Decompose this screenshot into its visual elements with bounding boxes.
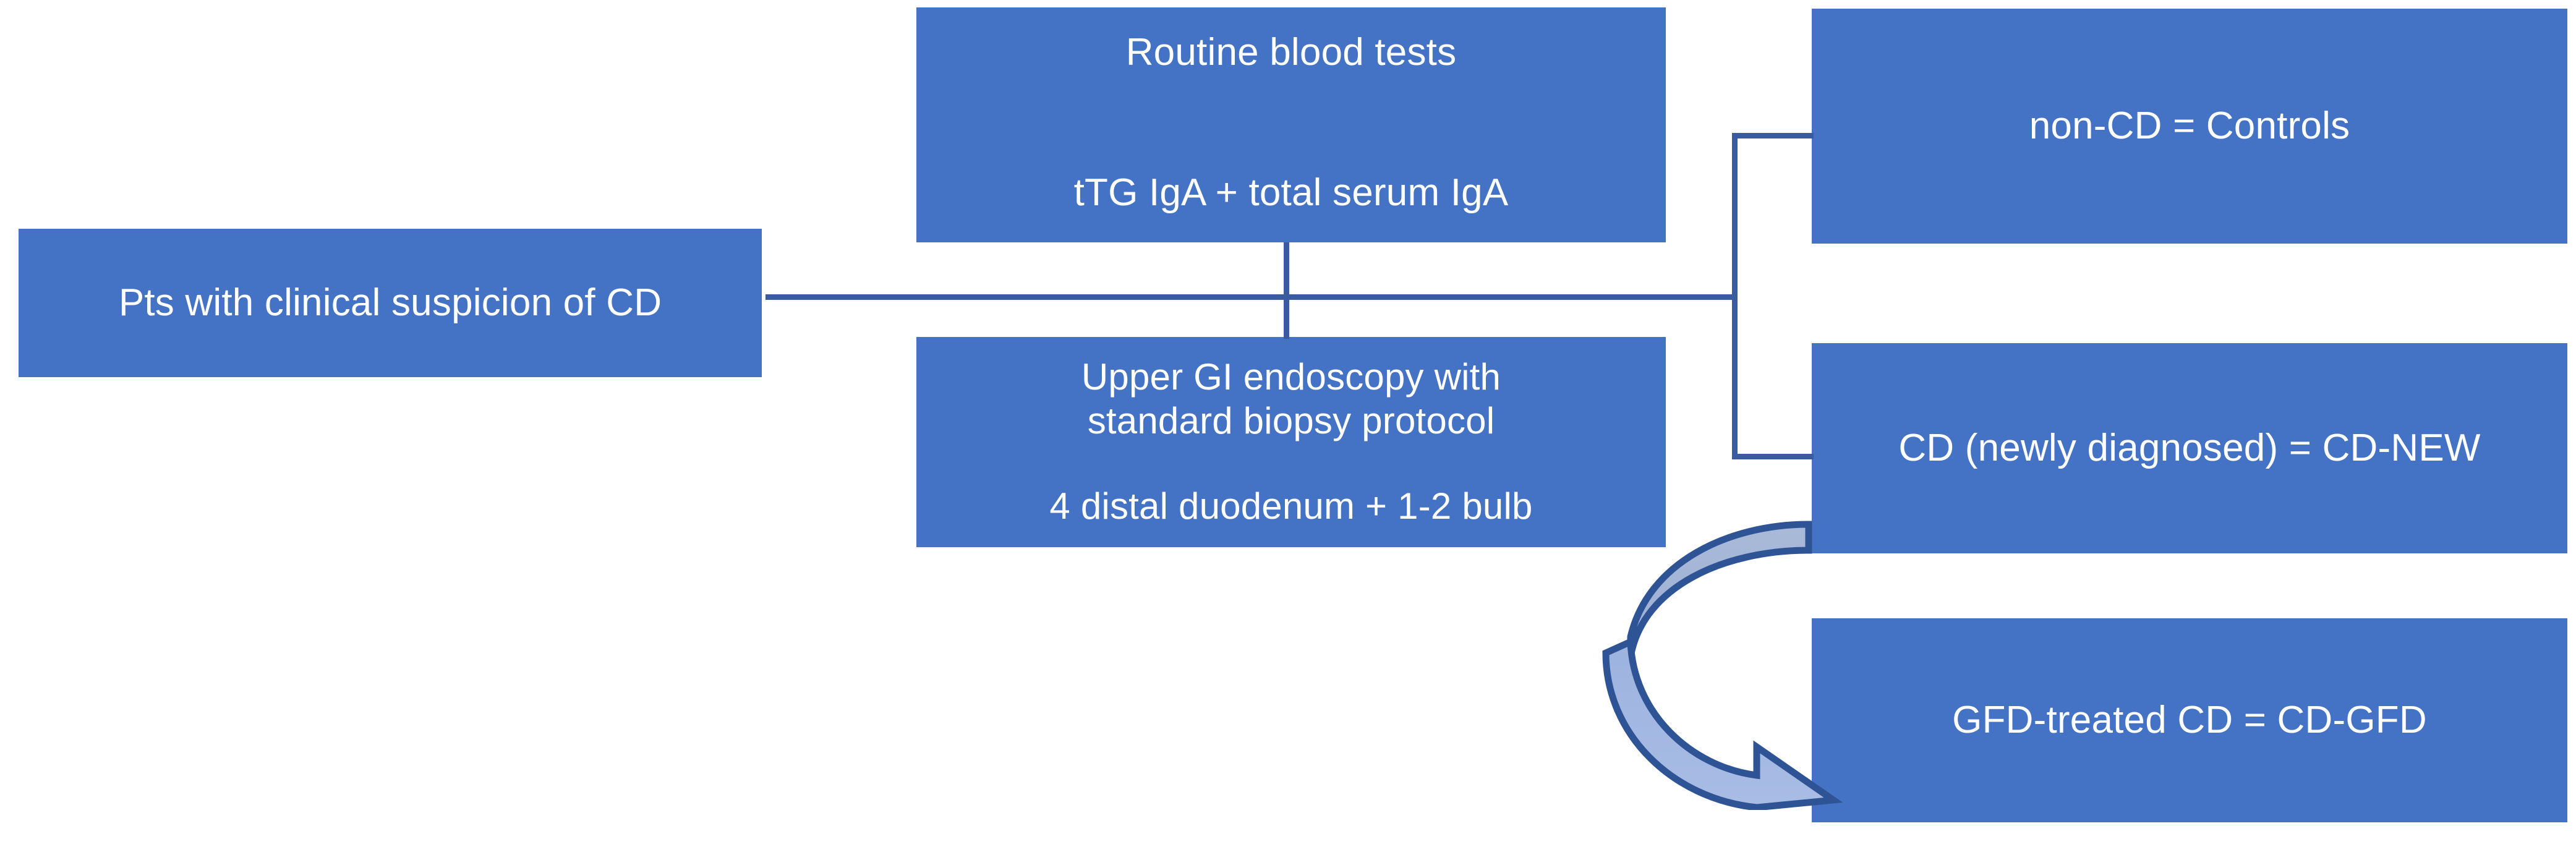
node-pts-with-clinical-suspicion-of-cd[interactable]: Pts with clinical suspicion of CD bbox=[19, 229, 762, 377]
node-label-line: 4 distal duodenum + 1-2 bulb bbox=[1049, 485, 1533, 527]
node-gfd-treated-cd[interactable]: GFD-treated CD = CD-GFD bbox=[1812, 618, 2567, 822]
connector-bracket-spine bbox=[1732, 133, 1738, 459]
node-cd-newly-diagnosed[interactable]: CD (newly diagnosed) = CD-NEW bbox=[1812, 343, 2567, 553]
connector-suspicion-to-bracket bbox=[766, 294, 1738, 300]
arrow-lower-band bbox=[1602, 636, 1843, 810]
node-label-group: Upper GI endoscopy with standard biopsy … bbox=[1081, 356, 1501, 443]
node-upper-gi-endoscopy[interactable]: Upper GI endoscopy with standard biopsy … bbox=[916, 337, 1666, 547]
node-label-line: tTG IgA + total serum IgA bbox=[1073, 171, 1509, 214]
node-label-line: non-CD = Controls bbox=[2029, 104, 2350, 148]
node-non-cd-controls[interactable]: non-CD = Controls bbox=[1812, 9, 2567, 244]
node-routine-blood-tests[interactable]: Routine blood tests tTG IgA + total seru… bbox=[916, 7, 1666, 242]
curved-arrow-cd-new-to-cd-gfd bbox=[1602, 521, 1843, 810]
node-label-line: standard biopsy protocol bbox=[1087, 399, 1495, 441]
node-label-line: GFD-treated CD = CD-GFD bbox=[1952, 699, 2427, 742]
node-label-line: Routine blood tests bbox=[1125, 31, 1457, 74]
node-label-line: CD (newly diagnosed) = CD-NEW bbox=[1898, 427, 2481, 470]
node-label-line: Upper GI endoscopy with bbox=[1081, 356, 1501, 398]
connector-bracket-to-cd-new bbox=[1732, 454, 1814, 459]
arrow-upper-sweep bbox=[1627, 521, 1812, 657]
connector-bloodtests-to-endoscopy bbox=[1284, 242, 1289, 339]
connector-bracket-to-controls bbox=[1732, 133, 1814, 138]
node-label-line: Pts with clinical suspicion of CD bbox=[118, 281, 662, 325]
